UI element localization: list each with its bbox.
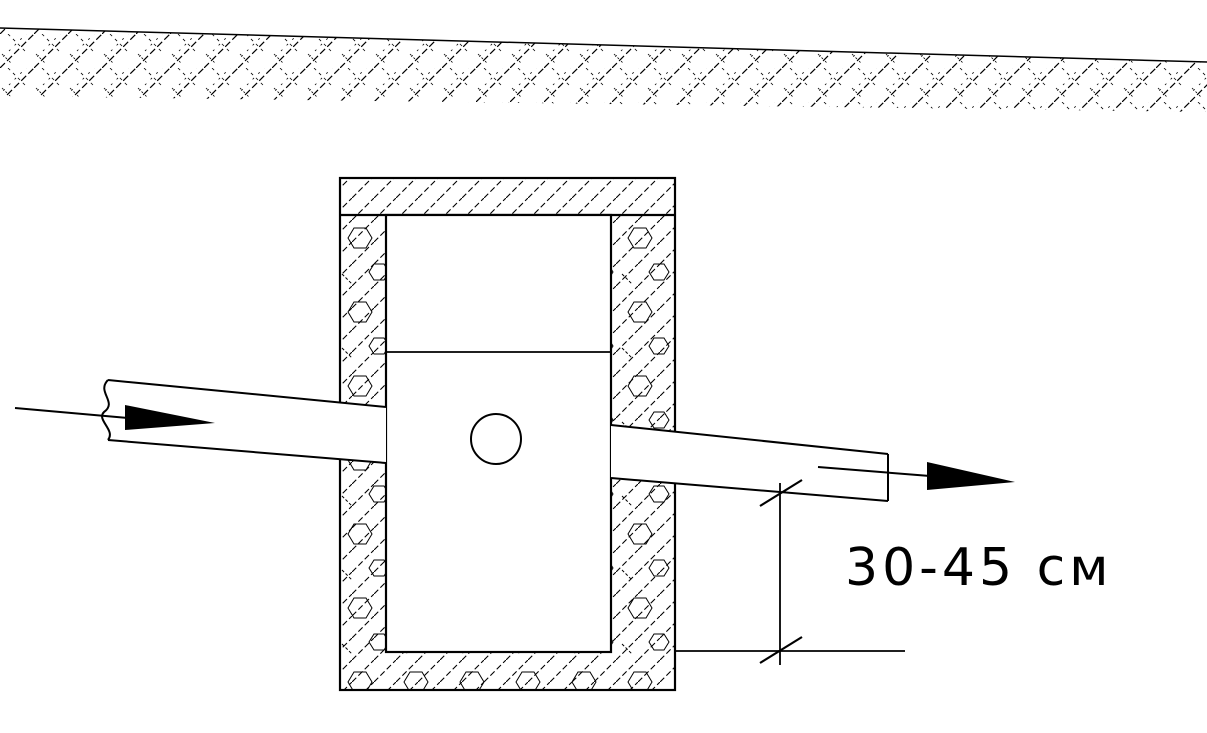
ground-surface: [0, 27, 1207, 112]
inlet-pipe: [101, 379, 387, 464]
outlet-pipe: [610, 424, 889, 502]
outflow-arrow-icon: [817, 462, 1015, 490]
opening-circle: [470, 413, 522, 465]
dimension-line: [675, 479, 905, 665]
inflow-arrow-icon: [14, 405, 215, 430]
dimension-label: 30-45 см: [845, 538, 1112, 598]
inner-chamber: [384, 213, 613, 654]
